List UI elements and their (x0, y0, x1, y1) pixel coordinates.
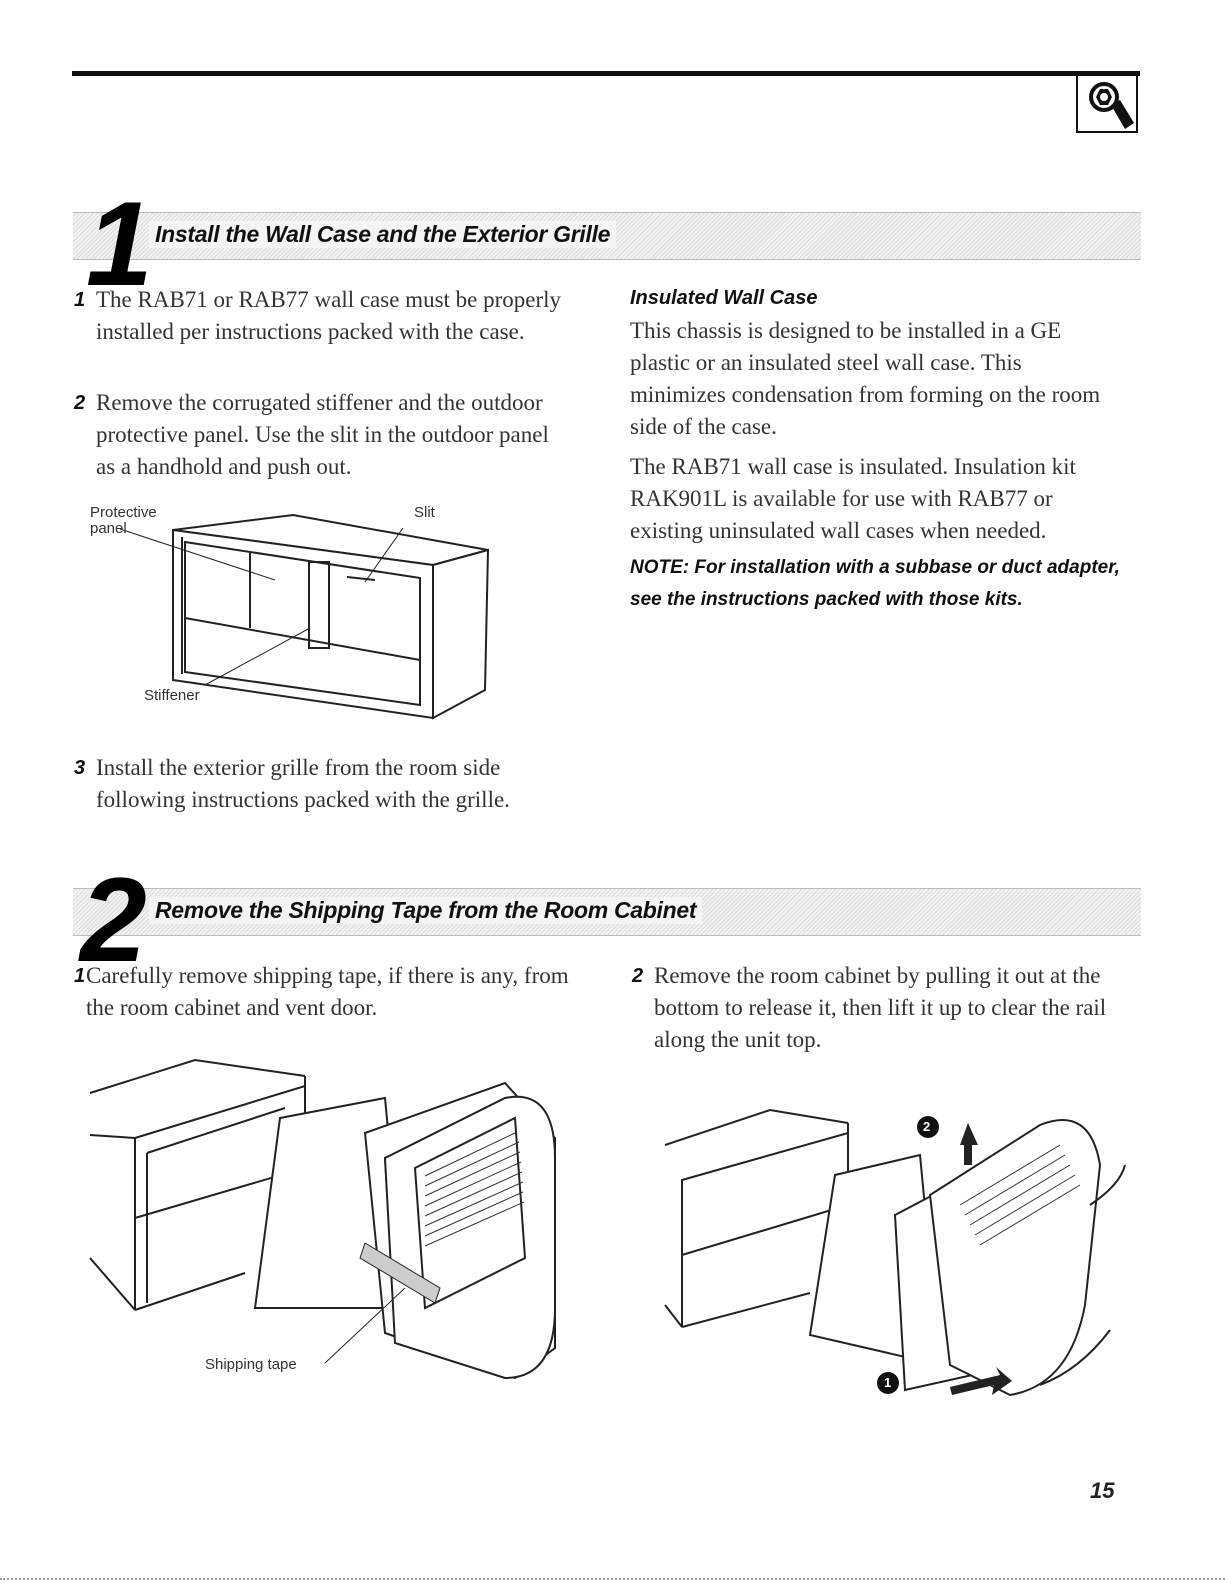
wrench-icon (1076, 73, 1138, 133)
step-text: Install the exterior grille from the roo… (96, 755, 510, 812)
insulated-heading: Insulated Wall Case (630, 287, 818, 309)
section-title-1: Install the Wall Case and the Exterior G… (149, 221, 617, 248)
footer-rule (0, 1578, 1225, 1580)
section-number-1: 1 (86, 177, 153, 311)
step-1-1: 1 The RAB71 or RAB77 wall case must be p… (74, 284, 566, 348)
step-number: 2 (632, 965, 644, 987)
label-protective-panel: Protective panel (90, 504, 157, 537)
step-number: 2 (74, 392, 86, 414)
step-text: Remove the corrugated stiffener and the … (96, 390, 549, 479)
step-text: Remove the room cabinet by pulling it ou… (654, 963, 1107, 1052)
step-number: 3 (74, 757, 86, 779)
section-number-2: 2 (80, 853, 147, 987)
room-cabinet-removal-illustration (664, 1108, 1126, 1397)
section-banner-2: Remove the Shipping Tape from the Room C… (73, 888, 1141, 936)
marker-2-label: 2 (923, 1119, 931, 1134)
insulated-para-1: This chassis is designed to be installed… (630, 318, 1101, 439)
step-number: 1 (74, 289, 86, 311)
shipping-tape-illustration (89, 1058, 556, 1380)
step-1-3: 3 Install the exterior grille from the r… (74, 752, 566, 816)
step-2-1: 1 Carefully remove shipping tape, if the… (74, 960, 586, 1024)
top-rule (72, 71, 1140, 76)
label-shipping-tape: Shipping tape (205, 1356, 297, 1373)
insulated-para-2: The RAB71 wall case is insulated. Insula… (630, 454, 1076, 543)
section-title-2: Remove the Shipping Tape from the Room C… (149, 897, 703, 924)
page-number: 15 (1090, 1478, 1115, 1503)
label-slit: Slit (414, 504, 435, 521)
step-2-2: 2 Remove the room cabinet by pulling it … (632, 960, 1134, 1056)
wall-case-illustration (119, 513, 490, 720)
step-number: 1 (74, 965, 86, 987)
step-text: Carefully remove shipping tape, if there… (86, 963, 569, 1020)
marker-1-label: 1 (884, 1375, 892, 1390)
section-banner-1: Install the Wall Case and the Exterior G… (73, 212, 1141, 260)
step-1-2: 2 Remove the corrugated stiffener and th… (74, 387, 566, 483)
installation-note: NOTE: For installation with a subbase or… (630, 557, 1120, 610)
step-text: The RAB71 or RAB77 wall case must be pro… (96, 287, 562, 344)
label-stiffener: Stiffener (144, 687, 200, 704)
